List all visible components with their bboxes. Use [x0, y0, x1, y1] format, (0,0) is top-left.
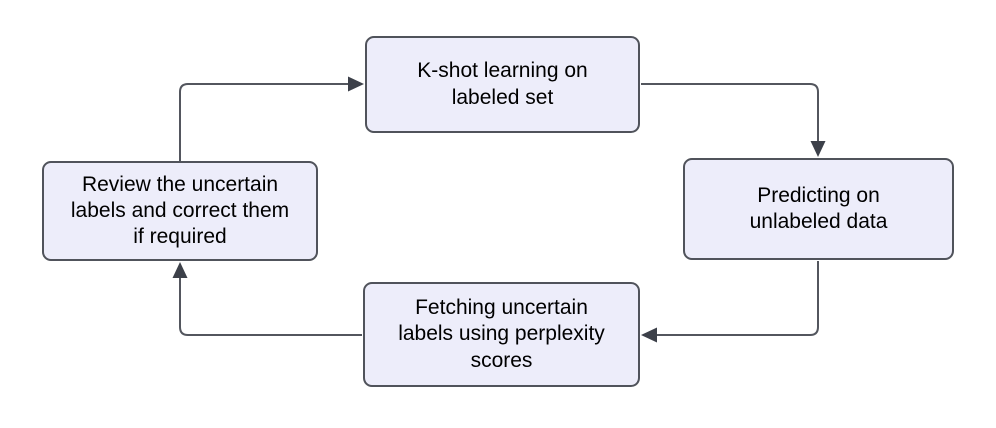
- node-review-correct-labels: Review the uncertain labels and correct …: [42, 161, 318, 261]
- node-fetching-uncertain-labels-label: Fetching uncertain labels using perplexi…: [398, 296, 605, 372]
- node-kshot-learning: K-shot learning on labeled set: [365, 36, 640, 133]
- arrow-predict-to-fetch: [641, 261, 819, 343]
- node-review-correct-labels-label: Review the uncertain labels and correct …: [70, 172, 290, 249]
- arrow-fetch-to-review: [172, 262, 362, 336]
- node-predicting-unlabeled-label: Predicting on unlabeled data: [749, 183, 888, 233]
- node-fetching-uncertain-labels: Fetching uncertain labels using perplexi…: [363, 282, 640, 387]
- arrow-review-to-kshot: [179, 76, 364, 161]
- node-kshot-learning-label: K-shot learning on labeled set: [417, 59, 588, 109]
- arrow-kshot-to-predict: [641, 83, 826, 157]
- node-predicting-unlabeled: Predicting on unlabeled data: [683, 158, 954, 260]
